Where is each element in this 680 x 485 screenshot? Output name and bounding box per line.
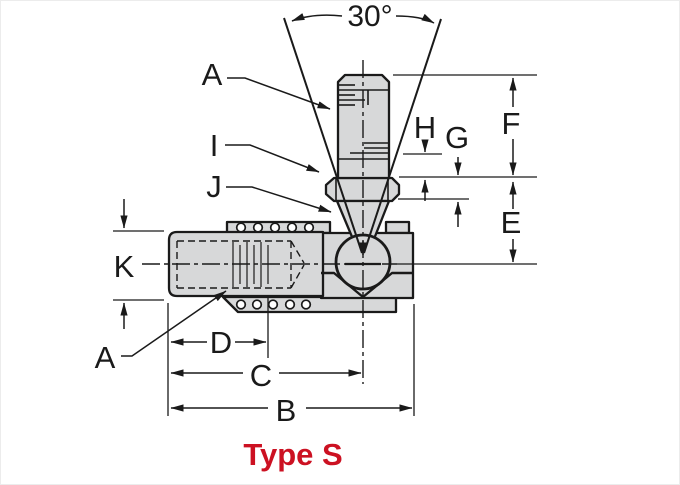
figure-type-label: Type S bbox=[243, 437, 342, 472]
label-a-body-thread: A bbox=[95, 340, 116, 375]
dimension-lines: F E H G K D C B bbox=[114, 77, 522, 428]
angle-dimension: 30° bbox=[283, 1, 442, 256]
leader-lines: A I J A bbox=[95, 57, 332, 375]
dim-label-b: B bbox=[276, 393, 297, 428]
dim-label-k: K bbox=[114, 249, 135, 284]
dim-label-e: E bbox=[501, 205, 522, 240]
dim-label-f: F bbox=[502, 106, 521, 141]
dim-label-h: H bbox=[414, 110, 436, 145]
label-i: I bbox=[210, 128, 219, 163]
label-a-stud-thread: A bbox=[202, 57, 223, 92]
label-j: J bbox=[206, 169, 222, 204]
centerlines bbox=[142, 60, 537, 384]
extension-lines bbox=[113, 74, 537, 416]
dim-label-d: D bbox=[210, 325, 232, 360]
dim-label-g: G bbox=[445, 120, 469, 155]
spring-coils bbox=[235, 222, 315, 310]
angle-label: 30° bbox=[347, 1, 392, 33]
dim-label-c: C bbox=[250, 358, 272, 393]
